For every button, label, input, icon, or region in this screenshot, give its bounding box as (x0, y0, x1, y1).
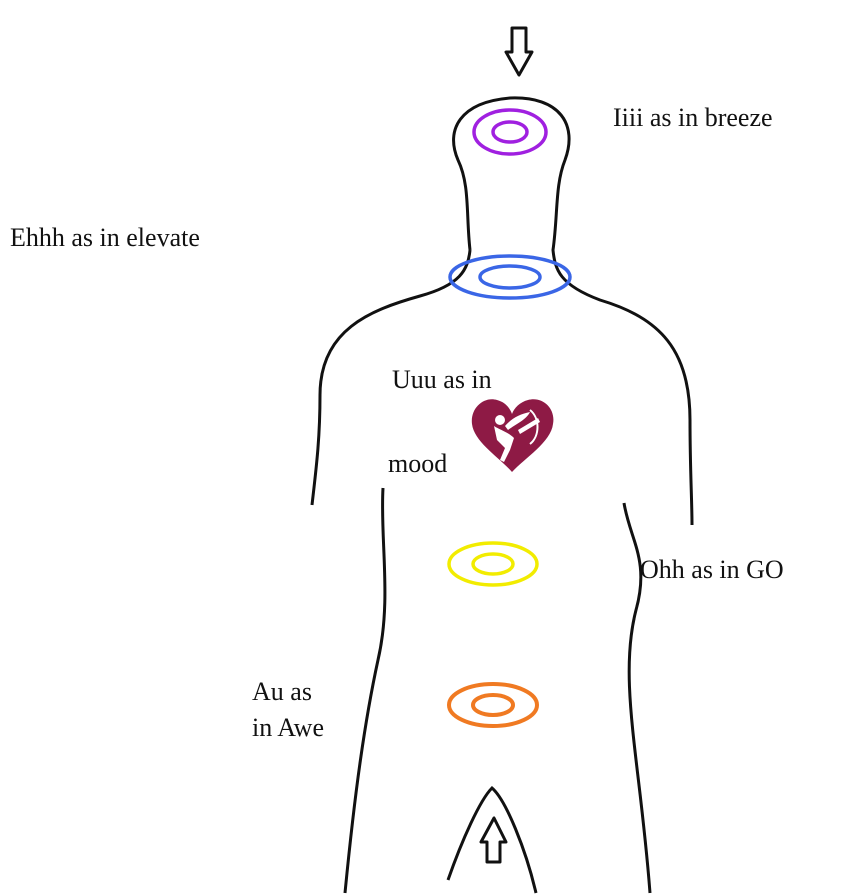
heart-label-line2: mood (388, 448, 447, 479)
heart-label-line1: Uuu as in (392, 364, 492, 395)
crown-chakra (474, 110, 546, 154)
crown-label: Iiii as in breeze (613, 102, 773, 133)
throat-chakra (450, 256, 570, 298)
up-arrow-icon (481, 818, 506, 862)
down-arrow-icon (506, 28, 532, 75)
sacral-chakra (449, 684, 537, 726)
sacral-label-line1: Au as (252, 676, 312, 707)
throat-label: Ehhh as in elevate (10, 222, 200, 253)
body-outline (454, 98, 692, 525)
heart-cupid-icon (472, 399, 554, 472)
sacral-label-line2: in Awe (252, 712, 324, 743)
solar-chakra (449, 543, 537, 585)
solar-label: Ohh as in GO (640, 554, 784, 585)
torso-left (345, 488, 385, 893)
